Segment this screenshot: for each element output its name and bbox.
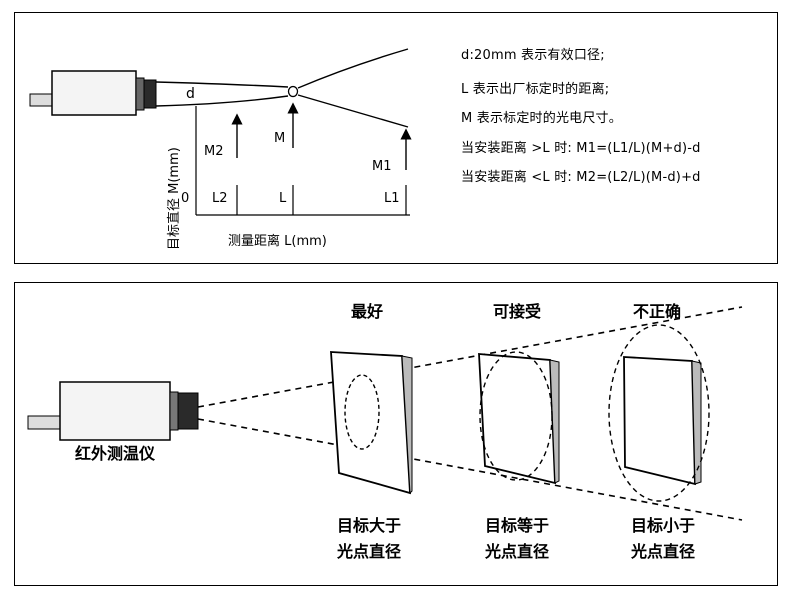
target-incorrect <box>608 324 710 502</box>
field-of-view <box>197 306 743 521</box>
spot-best <box>344 374 380 450</box>
label-m: M <box>274 131 285 146</box>
caption-best-line2: 光点直径 <box>336 542 401 561</box>
caption-acceptable-line2: 光点直径 <box>484 542 549 561</box>
target-acceptable <box>478 351 560 485</box>
caption-incorrect-line1: 目标小于 <box>631 516 695 535</box>
target-size-comparison-panel <box>14 282 778 586</box>
label-zero: 0 <box>181 191 189 206</box>
focal-point <box>287 85 299 98</box>
sensor-lens-top <box>143 79 157 109</box>
sensor-neck-top <box>135 77 145 111</box>
sensor-lens-bottom <box>177 392 199 430</box>
sensor-body-top <box>51 70 137 116</box>
label-d: d <box>186 86 195 102</box>
x-axis-label: 测量距离 L(mm) <box>228 233 327 249</box>
caption-incorrect-line2: 光点直径 <box>630 542 695 561</box>
note-formula-near: 当安装距离 <L 时: M2=(L2/L)(M-d)+d <box>461 170 701 185</box>
note-formula-far: 当安装距离 >L 时: M1=(L1/L)(M+d)-d <box>461 141 701 156</box>
sensor-device-bottom <box>27 381 199 441</box>
target-best <box>330 351 413 495</box>
spot-incorrect <box>608 324 710 502</box>
case-title-acceptable: 可接受 <box>493 302 541 321</box>
note-calibration-distance: L 表示出厂标定时的距离; <box>461 82 610 97</box>
label-l1: L1 <box>384 191 400 206</box>
note-spot-size: M 表示标定时的光电尺寸。 <box>461 111 622 126</box>
case-title-best: 最好 <box>351 302 383 321</box>
sensor-device-top <box>29 70 157 116</box>
case-title-incorrect: 不正确 <box>633 302 681 321</box>
caption-best-line1: 目标大于 <box>337 516 401 535</box>
y-axis-label: 目标直径 M(mm) <box>167 147 182 250</box>
label-m1: M1 <box>372 159 392 174</box>
sensor-cable-top <box>29 93 53 107</box>
sensor-body-bottom <box>59 381 171 441</box>
spot-size-formula-panel <box>14 12 778 264</box>
axes <box>195 106 410 216</box>
label-m2: M2 <box>204 144 224 159</box>
spot-acceptable <box>479 351 553 481</box>
caption-acceptable-line1: 目标等于 <box>485 516 549 535</box>
device-label: 红外测温仪 <box>75 444 156 463</box>
label-l: L <box>279 191 287 206</box>
beam-outline <box>155 48 409 128</box>
label-l2: L2 <box>212 191 228 206</box>
note-effective-aperture: d:20mm 表示有效口径; <box>461 48 605 63</box>
